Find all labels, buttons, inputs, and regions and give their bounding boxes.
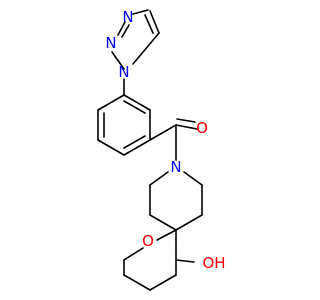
bond-n1-n2 <box>111 51 125 70</box>
triazole-n3-label: N <box>122 8 133 26</box>
hydroxyl-label: OH <box>202 254 225 272</box>
bond-c4-c5 <box>149 10 160 34</box>
bond-ox-c3-c4 <box>149 274 177 291</box>
bond-n2-n3-double <box>121 24 130 38</box>
bonds <box>97 9 203 291</box>
bond-ar1-ar2 <box>97 94 125 111</box>
bond-c5-n1 <box>132 32 160 65</box>
bond-ar3-ar4 <box>97 139 125 156</box>
bond-pip-c4-spiro <box>175 214 203 231</box>
bond-pip-c3-spiro <box>149 214 177 231</box>
piperidine-nitrogen-label: N <box>170 158 181 176</box>
bond-c-oh <box>175 259 195 263</box>
bond-ar4-ar5-inner <box>123 135 146 149</box>
bond-ar4-ar5 <box>123 139 151 156</box>
ring-ether-oxygen-label: O <box>142 232 154 250</box>
triazole-n1-label: N <box>118 63 129 81</box>
bond-c4-c5-double <box>144 14 154 34</box>
bond-spiro-ringo <box>156 229 177 241</box>
bond-carbonyl-o <box>175 124 198 130</box>
bond-pipn-c1 <box>149 171 169 186</box>
atom-labels: N N N O N O OH <box>105 8 225 272</box>
bond-ar6-ar1-inner <box>123 100 146 114</box>
bond-ar6-ar1 <box>123 94 151 111</box>
triazole-n2-label: N <box>105 34 116 52</box>
bond-n2-n3 <box>117 21 126 36</box>
bond-ox-c2-c3 <box>123 274 151 291</box>
molecule-structure-diagram: N N N O N O OH <box>97 8 226 291</box>
bond-carbonyl-o-double <box>176 118 196 123</box>
carbonyl-oxygen-label: O <box>196 119 208 137</box>
bond-n3-c4 <box>132 9 149 15</box>
bond-pipn-c2 <box>183 171 203 186</box>
bond-aryl-carbonyl <box>149 124 177 141</box>
bond-ringo-c1 <box>123 247 144 261</box>
